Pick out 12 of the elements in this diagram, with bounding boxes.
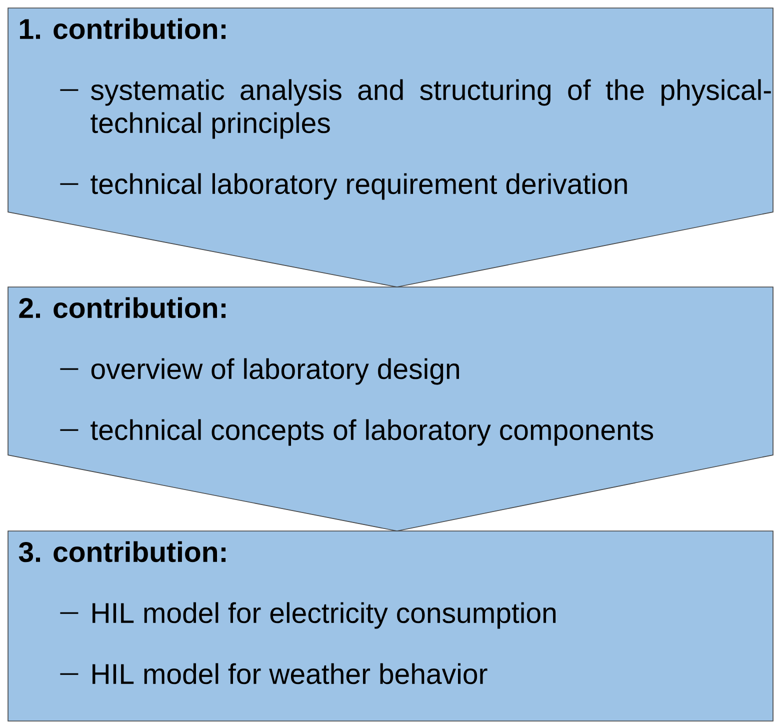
contribution-box	[8, 286, 774, 532]
contribution-box	[8, 8, 774, 288]
bullet-item: technical laboratory requirement derivation	[60, 173, 627, 200]
bullet-item: HIL model for weather behavior	[60, 663, 488, 684]
contribution-heading: 3. contribution:	[18, 541, 226, 562]
contribution-heading: 1. contribution:	[20, 18, 226, 40]
bullet-item: overview of laboratory design	[60, 358, 459, 385]
bullet-item: systematic analysis and structuring of the physical-technical principles	[60, 79, 771, 139]
bullet-item: technical concepts of laboratory components	[60, 419, 654, 446]
contribution-heading: 2. contribution:	[19, 297, 226, 318]
bullet-item: HIL model for electricity consumption	[60, 602, 556, 629]
contribution-box	[8, 530, 774, 722]
